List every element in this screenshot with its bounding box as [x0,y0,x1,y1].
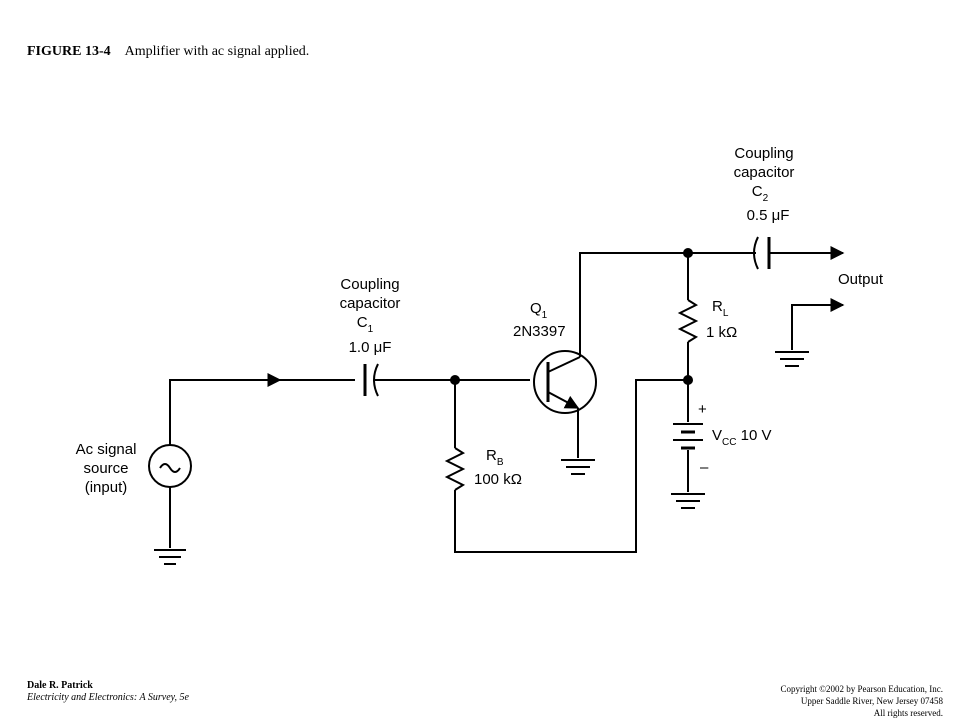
footer-copyright-1: Copyright ©2002 by Pearson Education, In… [780,684,943,694]
figure-number: FIGURE 13-4 [27,44,111,59]
transistor-q1-symbol [533,350,597,414]
footer-book: Electricity and Electronics: A Survey, 5… [27,692,189,703]
c1-label-2: capacitor [340,295,401,312]
footer-copyright-block: Copyright ©2002 by Pearson Education, In… [780,683,943,719]
ground-symbol-output [775,351,809,367]
figure-caption: Amplifier with ac signal applied. [124,44,310,59]
rb-name: RB [486,447,504,468]
junction-vcc [683,375,693,385]
c2-name: C2 [752,183,769,204]
source-label-3: (input) [85,479,128,496]
ac-source-symbol [148,444,192,488]
rb-value: 100 kΩ [474,471,522,488]
figure-title: FIGURE 13-4 Amplifier with ac signal appl… [27,44,309,60]
rl-value: 1 kΩ [706,324,737,341]
battery-vcc-symbol [673,423,703,450]
wire-source-top [169,379,355,445]
footer-copyright-2: Upper Saddle River, New Jersey 07458 [800,696,943,706]
c1-label-1: Coupling [340,276,399,293]
footer-copyright-3: All rights reserved. [873,708,943,718]
ground-symbol-source [154,549,186,565]
ground-symbol-battery [671,493,705,509]
footer-author: Dale R. Patrick [27,680,93,691]
q1-part: 2N3397 [513,323,566,340]
capacitor-c2-symbol [753,236,771,270]
c1-name: C1 [357,314,374,335]
source-label-1: Ac signal [76,441,137,458]
c1-value: 1.0 μF [349,339,392,356]
resistor-rl-symbol [677,299,699,343]
q1-name: Q1 [530,300,548,321]
source-label-2: source [83,460,128,477]
rl-name: RL [712,298,729,319]
wire-collector [579,252,688,357]
c2-label-2: capacitor [734,164,795,181]
capacitor-c1-symbol [363,363,379,397]
c2-value: 0.5 μF [747,207,790,224]
ground-symbol-emitter [561,459,595,475]
c2-label-1: Coupling [734,145,793,162]
vcc-plus: + [698,401,707,418]
vcc-minus: – [700,459,709,476]
footer-author-block: Dale R. Patrick Electricity and Electron… [27,680,189,704]
wire-output-return [791,304,830,350]
resistor-rb-symbol [444,447,466,491]
output-label: Output [838,271,884,288]
vcc-label: VCC 10 V [712,427,772,448]
wire-rb-bottom [454,379,688,553]
